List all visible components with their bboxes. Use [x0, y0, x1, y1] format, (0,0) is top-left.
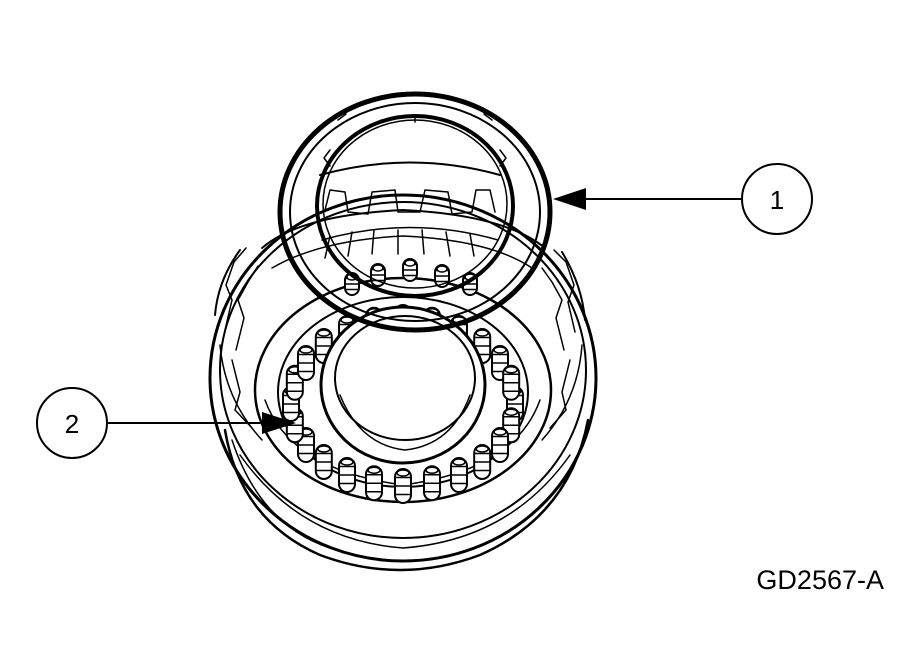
needle-roller — [297, 345, 316, 381]
needle-roller — [394, 468, 412, 504]
arrowhead-2 — [262, 412, 296, 434]
callout-circle-1 — [741, 163, 813, 235]
callout-number-1: 1 — [770, 185, 784, 215]
needle-roller — [450, 457, 468, 494]
needle-roller — [502, 364, 521, 401]
needle-roller — [473, 443, 492, 480]
bearing-assembly — [208, 193, 598, 572]
inner-needle-rollers — [344, 258, 478, 296]
callout-2: 2 — [36, 387, 296, 459]
callout-number-2: 2 — [65, 409, 79, 439]
callout-circle-2 — [36, 387, 108, 459]
needle-roller — [402, 258, 418, 282]
needle-roller — [314, 443, 333, 480]
needle-roller — [490, 427, 509, 463]
inner-race — [319, 305, 487, 465]
needle-roller — [365, 465, 384, 502]
needle-roller — [338, 457, 356, 494]
needle-roller — [422, 465, 441, 502]
bearing-cup-ring — [277, 91, 553, 333]
callout-1: 1 — [553, 163, 813, 235]
figure-id: GD2567-A — [756, 565, 884, 595]
needle-roller — [434, 264, 450, 288]
needle-roller — [370, 263, 386, 287]
arrowhead-1 — [553, 188, 586, 210]
